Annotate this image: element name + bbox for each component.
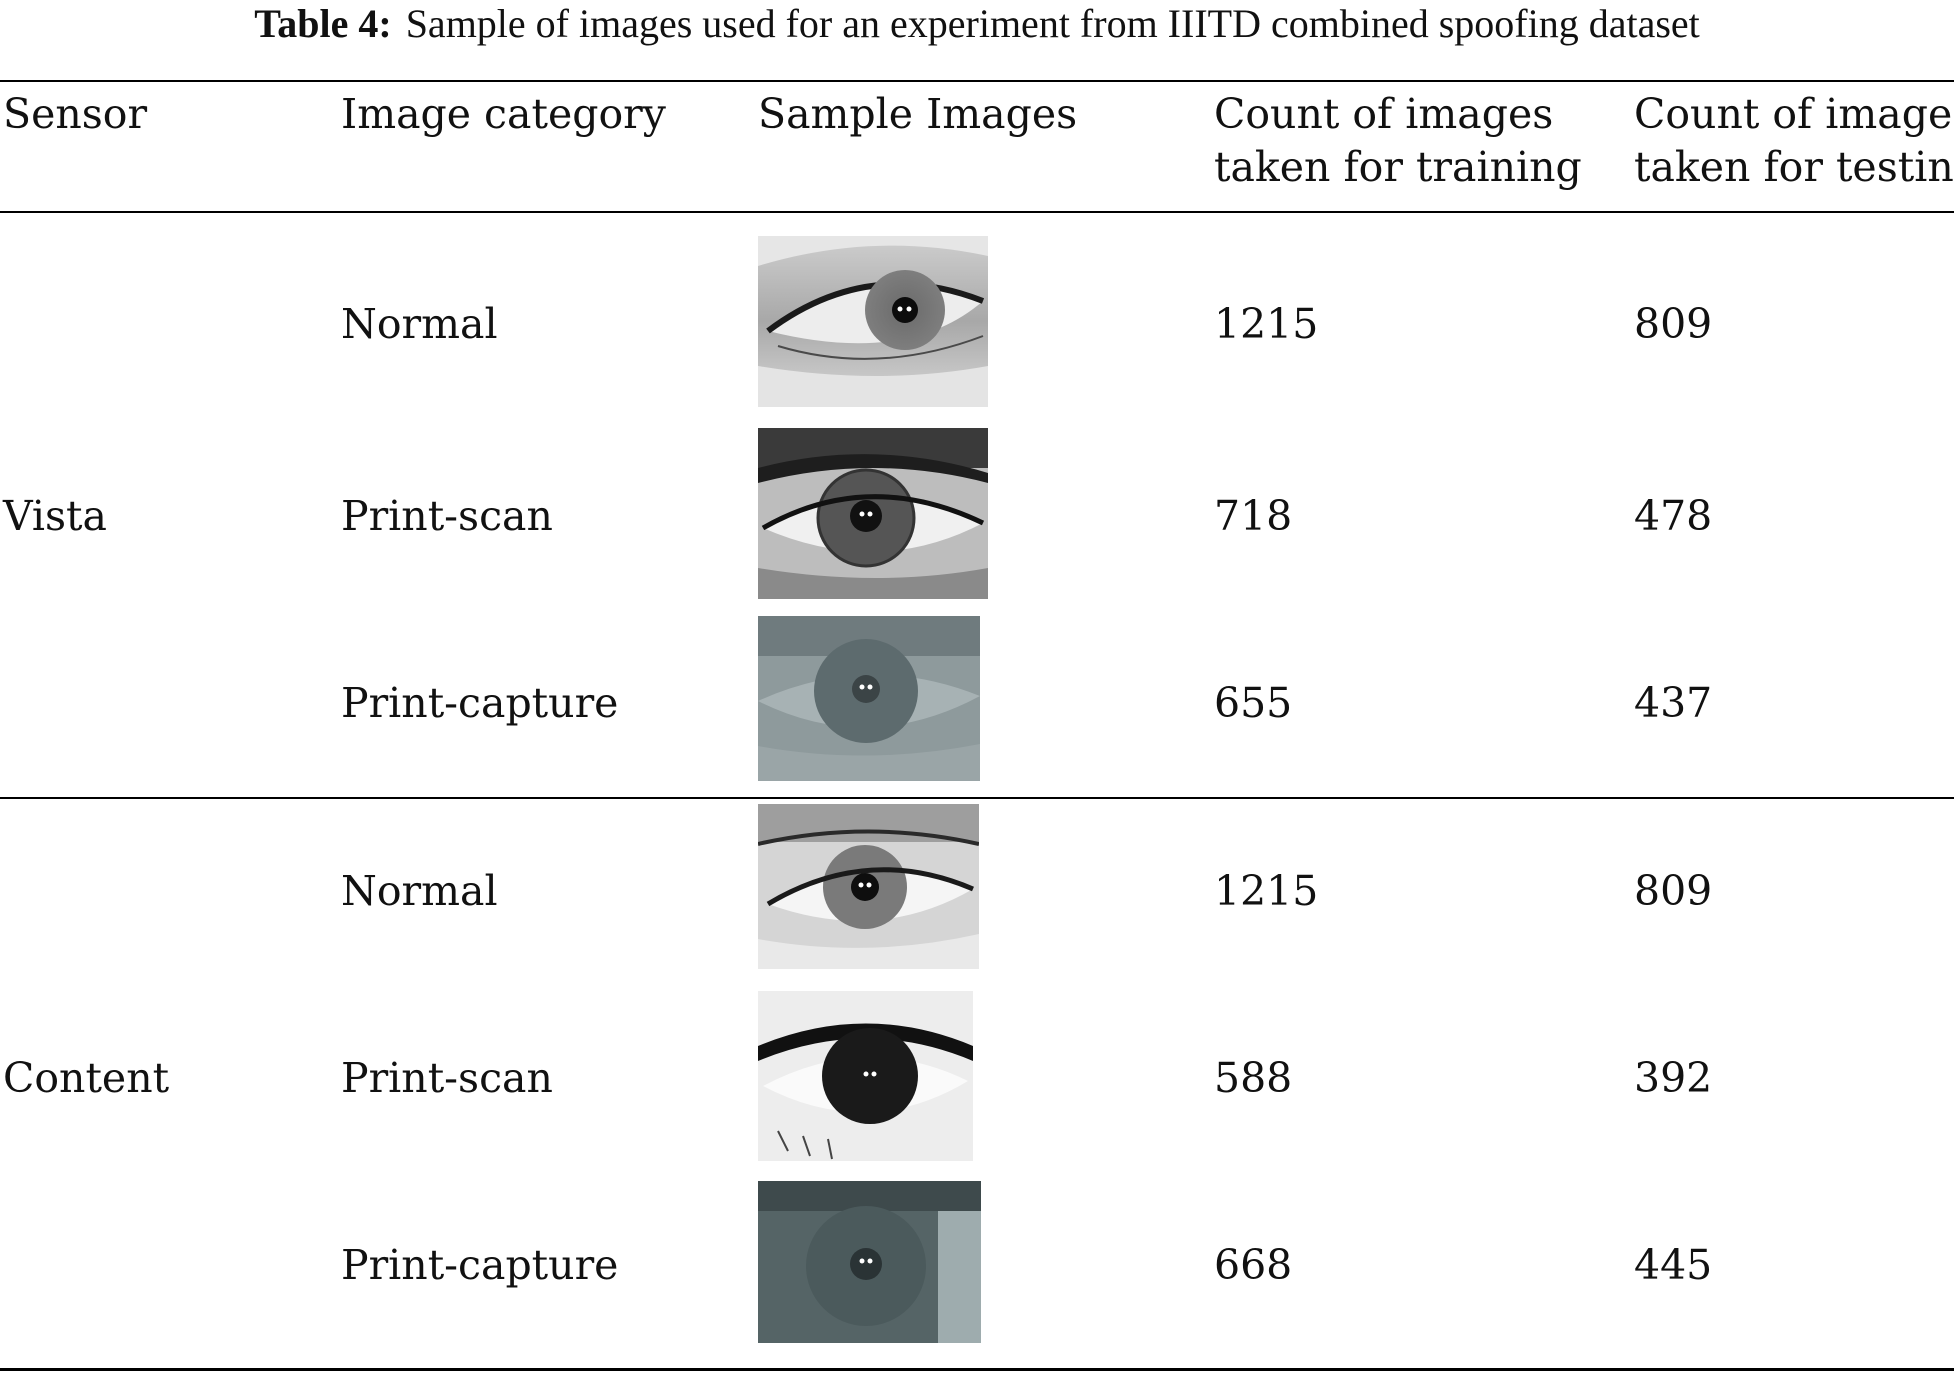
test-count-cell: 392 [1634, 1054, 1713, 1102]
category-cell: Print-scan [341, 1054, 553, 1102]
train-count-cell: 668 [1214, 1241, 1293, 1289]
eye-sample-image [758, 616, 980, 781]
table-caption-label: Table 4: [254, 1, 392, 46]
train-count-cell: 655 [1214, 679, 1293, 727]
train-count-cell: 588 [1214, 1054, 1293, 1102]
eye-sample-image [758, 991, 973, 1161]
category-cell: Print-capture [341, 1241, 619, 1289]
category-cell: Print-capture [341, 679, 619, 727]
header-sample-images: Sample Images [758, 90, 1078, 138]
table-caption-text: Sample of images used for an experiment … [405, 1, 1700, 46]
test-count-cell: 445 [1634, 1241, 1713, 1289]
table-top-rule [0, 80, 1954, 82]
category-cell: Print-scan [341, 492, 553, 540]
table-bottom-rule [0, 1368, 1954, 1371]
test-count-cell: 478 [1634, 492, 1713, 540]
eye-sample-image [758, 428, 988, 599]
header-image-category: Image category [341, 90, 666, 138]
eye-sample-image [758, 1181, 981, 1343]
eye-sample-image [758, 236, 988, 407]
category-cell: Normal [341, 867, 498, 915]
eye-sample-image [758, 804, 979, 969]
train-count-cell: 1215 [1214, 867, 1319, 915]
train-count-cell: 1215 [1214, 300, 1319, 348]
sensor-content: Content [3, 1054, 170, 1102]
test-count-cell: 809 [1634, 867, 1713, 915]
header-train-count-line1: Count of images [1214, 90, 1554, 138]
table-group-divider [0, 797, 1954, 799]
header-test-count-line1: Count of images [1634, 90, 1954, 138]
header-train-count-line2: taken for training [1214, 143, 1582, 191]
category-cell: Normal [341, 300, 498, 348]
train-count-cell: 718 [1214, 492, 1293, 540]
test-count-cell: 809 [1634, 300, 1713, 348]
sensor-vista: Vista [3, 492, 107, 540]
table-header-rule [0, 211, 1954, 213]
header-test-count-line2: taken for testing [1634, 143, 1954, 191]
table-caption: Table 4: Sample of images used for an exp… [0, 0, 1954, 48]
test-count-cell: 437 [1634, 679, 1713, 727]
header-sensor: Sensor [3, 90, 148, 138]
